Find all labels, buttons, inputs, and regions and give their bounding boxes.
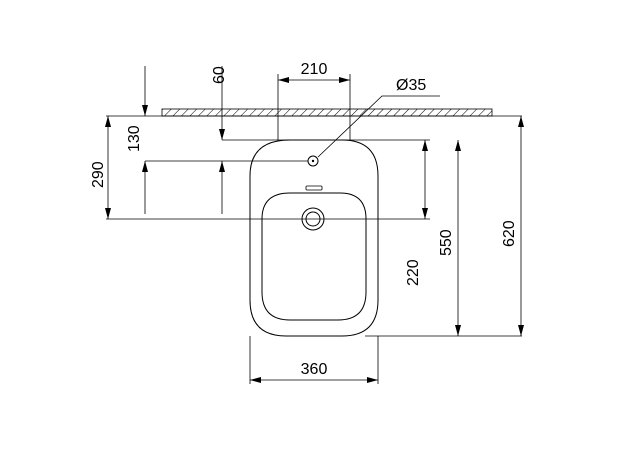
wall-strip xyxy=(161,108,493,117)
tap-hole xyxy=(307,155,319,167)
dim-60-label: 60 xyxy=(211,66,228,84)
dim-210-label: 210 xyxy=(301,61,328,78)
dim-diameter-label: Ø35 xyxy=(396,77,426,94)
dim-550-label: 550 xyxy=(438,229,455,256)
dim-620-label: 620 xyxy=(501,220,518,247)
bidet-outline xyxy=(249,139,379,337)
dim-130-label: 130 xyxy=(126,125,143,152)
extension-lines xyxy=(106,74,522,384)
dim-360-label: 360 xyxy=(301,361,328,378)
dim-290-label: 290 xyxy=(90,161,107,188)
dimension-lines xyxy=(105,66,524,383)
dim-220-label: 220 xyxy=(405,259,422,286)
